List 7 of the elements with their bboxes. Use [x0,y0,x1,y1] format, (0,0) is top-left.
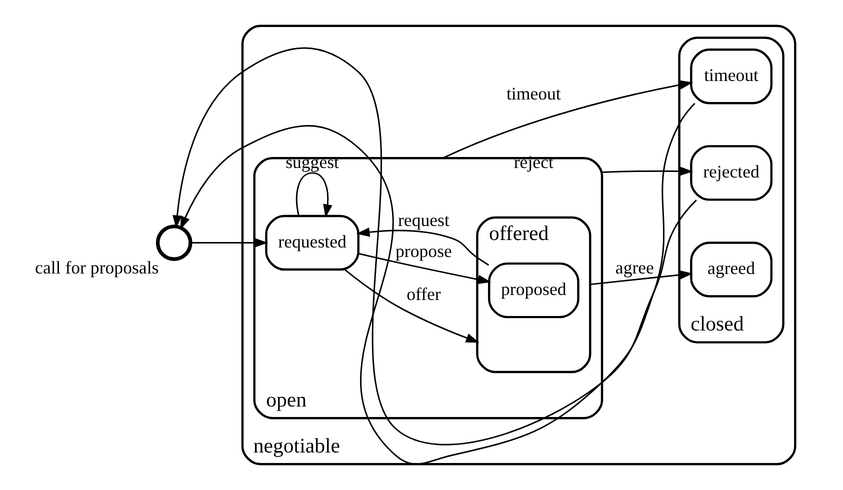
edge-label: request [398,210,450,230]
edge-label: suggest [286,152,340,172]
node-label: call for proposals [35,257,159,278]
edge-label: propose [396,241,452,262]
edge-label: timeout [506,84,561,104]
edge-label: offer [406,284,441,304]
edge-label: agree [615,257,654,278]
